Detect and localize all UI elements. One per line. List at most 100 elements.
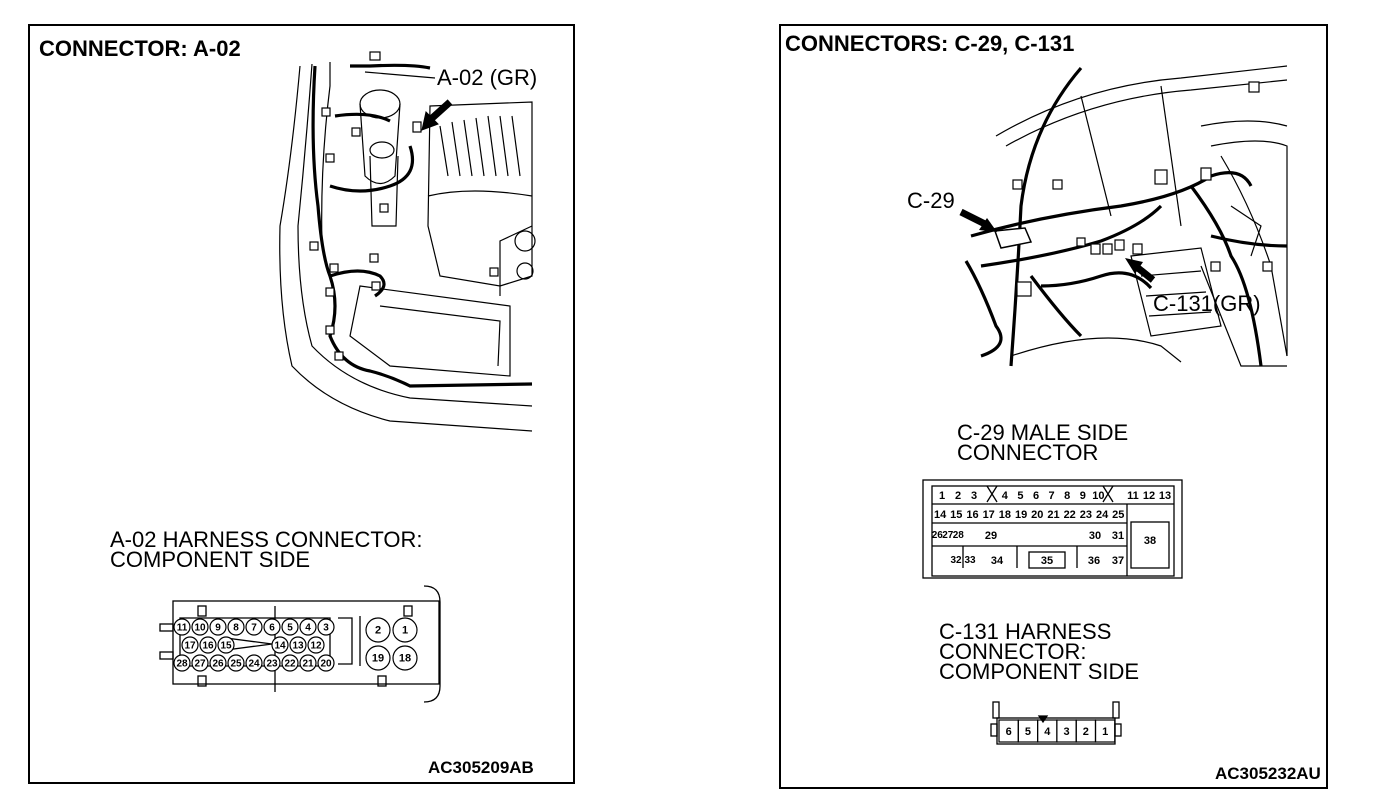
pin: 22 [281, 654, 299, 672]
svg-text:4: 4 [305, 623, 311, 634]
svg-text:33: 33 [964, 555, 976, 566]
pin: 37 [1112, 555, 1124, 567]
pin: 17 [181, 636, 199, 654]
svg-text:6: 6 [269, 623, 275, 634]
pin: 21 [299, 654, 317, 672]
svg-text:22: 22 [284, 659, 296, 670]
svg-text:9: 9 [1080, 490, 1086, 502]
pin: 23 [263, 654, 281, 672]
svg-text:29: 29 [985, 530, 997, 542]
svg-text:18: 18 [399, 653, 411, 665]
svg-text:3: 3 [323, 623, 329, 634]
svg-text:38: 38 [1144, 535, 1156, 547]
pin: 19 [365, 645, 391, 671]
svg-text:24: 24 [248, 659, 260, 670]
svg-text:7: 7 [1049, 490, 1055, 502]
svg-text:3: 3 [1063, 726, 1069, 738]
pin: 23 [1080, 509, 1092, 521]
figure-code-right: AC305232AU [1215, 764, 1321, 783]
svg-text:1: 1 [1102, 726, 1108, 738]
c29-heading-line2: CONNECTOR [957, 440, 1099, 465]
svg-text:34: 34 [991, 555, 1004, 567]
svg-text:24: 24 [1096, 509, 1109, 521]
pin: 2 [1075, 719, 1097, 743]
pin: 3 [1056, 719, 1077, 743]
pin: 20 [1031, 509, 1043, 521]
pin: 6 [998, 719, 1019, 743]
pin: 11 [173, 618, 191, 636]
svg-text:20: 20 [320, 659, 332, 670]
pin: 8 [227, 618, 245, 636]
figure-code-left: AC305209AB [428, 758, 534, 777]
svg-text:23: 23 [266, 659, 278, 670]
pin: 15 [950, 509, 962, 521]
c131-connector-drawing [990, 701, 1122, 745]
svg-text:17: 17 [184, 641, 196, 652]
svg-text:27: 27 [194, 659, 206, 670]
pin: 4 [1002, 490, 1009, 502]
pin: 18 [999, 509, 1011, 521]
svg-text:7: 7 [251, 623, 257, 634]
pin: 7 [245, 618, 263, 636]
pin: 35 [1041, 555, 1053, 567]
pin: 10 [1092, 490, 1104, 502]
c29-heading-line1: C-29 MALE SIDE [957, 420, 1129, 445]
pin: 2 [955, 490, 961, 502]
svg-text:3: 3 [971, 490, 977, 502]
pin: 15 [217, 636, 235, 654]
pin: 25 [227, 654, 245, 672]
pin: 14 [271, 636, 289, 654]
svg-text:17: 17 [983, 509, 995, 521]
svg-text:15: 15 [950, 509, 962, 521]
callout-c29: C-29 [907, 188, 955, 213]
pin: 7 [1049, 490, 1055, 502]
pin: 24 [245, 654, 263, 672]
pin: 5 [1017, 719, 1039, 743]
svg-text:4: 4 [1002, 490, 1009, 502]
svg-text:4: 4 [1044, 726, 1051, 738]
callout-a02: A-02 (GR) [437, 65, 538, 90]
pin: 22 [1064, 509, 1076, 521]
callout-c131: C-131(GR) [1153, 291, 1261, 316]
svg-text:1: 1 [939, 490, 945, 502]
a02-heading-line2: COMPONENT SIDE [110, 547, 311, 572]
svg-text:14: 14 [274, 641, 286, 652]
svg-text:21: 21 [1047, 509, 1059, 521]
svg-text:11: 11 [1127, 490, 1139, 502]
connector-a02-panel: CONNECTOR: A-02 [28, 24, 575, 784]
svg-text:31: 31 [1112, 530, 1124, 542]
a02-heading-line1: A-02 HARNESS CONNECTOR: [110, 527, 423, 552]
pin: 26 [932, 530, 944, 541]
pin: 8 [1064, 490, 1070, 502]
svg-text:6: 6 [1033, 490, 1039, 502]
svg-text:14: 14 [934, 509, 947, 521]
svg-text:2: 2 [375, 625, 381, 637]
pin: 13 [1159, 490, 1171, 502]
svg-text:5: 5 [1017, 490, 1023, 502]
pin: 26 [209, 654, 227, 672]
pin: 32 [950, 555, 962, 566]
svg-text:36: 36 [1088, 555, 1100, 567]
pin: 10 [191, 618, 209, 636]
pin: 34 [991, 555, 1004, 567]
pin: 28 [173, 654, 191, 672]
pin: 12 [1143, 490, 1155, 502]
svg-text:30: 30 [1089, 530, 1101, 542]
pin: 6 [263, 618, 281, 636]
svg-text:19: 19 [1015, 509, 1027, 521]
svg-text:18: 18 [999, 509, 1011, 521]
pin: 20 [317, 654, 335, 672]
pin: 36 [1088, 555, 1100, 567]
pin: 1 [1094, 719, 1116, 743]
svg-text:16: 16 [966, 509, 978, 521]
pin: 21 [1047, 509, 1059, 521]
svg-text:28: 28 [176, 659, 188, 670]
svg-text:25: 25 [1112, 509, 1124, 521]
svg-text:21: 21 [302, 659, 314, 670]
pin: 28 [953, 530, 965, 541]
pin: 3 [317, 618, 335, 636]
